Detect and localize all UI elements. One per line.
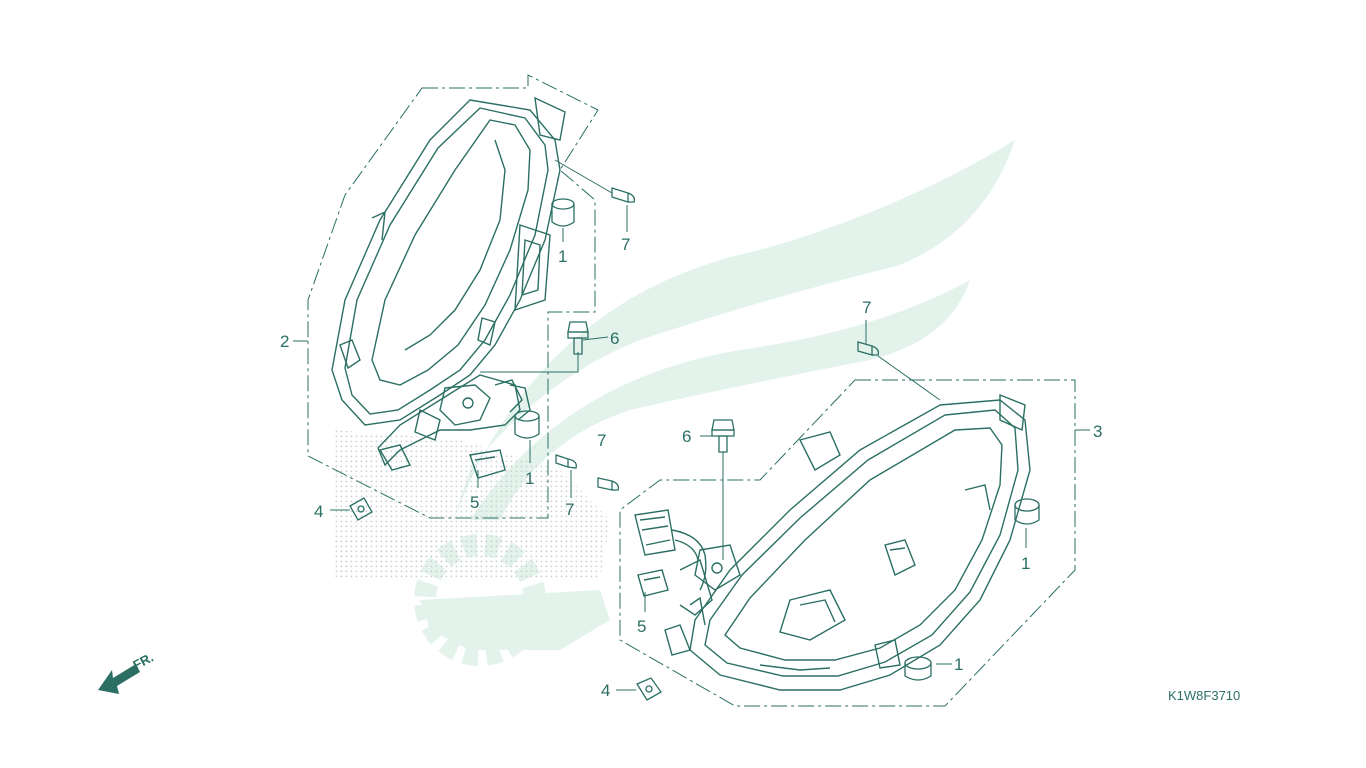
diagram-code: K1W8F3710 xyxy=(1168,688,1240,703)
dotted-watermark-area: HONDA xyxy=(335,430,610,583)
callout-labels: 2 1 7 6 1 7 5 7 4 7 3 6 1 5 1 4 xyxy=(280,235,1102,700)
arrow-icon xyxy=(98,664,140,694)
callout-7-left-low: 7 xyxy=(565,500,574,519)
bulb-cap-right-bottom xyxy=(904,656,932,681)
bolt-6-left xyxy=(567,321,589,355)
callout-3: 3 xyxy=(1093,422,1102,441)
connector-plug-right xyxy=(634,509,707,591)
callout-7-right: 7 xyxy=(862,298,871,317)
headlight-assembly-right xyxy=(634,393,1031,691)
screw-7-right-top xyxy=(857,341,880,356)
callout-7-left-mid: 7 xyxy=(597,431,606,450)
callout-6-left: 6 xyxy=(610,329,619,348)
clip-4-right xyxy=(636,677,662,701)
bulb-cap-left-bottom xyxy=(514,410,540,439)
socket-5-right xyxy=(637,569,669,597)
callout-1-left-top: 1 xyxy=(558,247,567,266)
bulb-cap-right-top xyxy=(1014,498,1040,525)
screw-7-left-top xyxy=(611,187,636,203)
front-direction-arrow: FR. xyxy=(98,650,156,694)
callout-7-left-top: 7 xyxy=(621,235,630,254)
callout-1-left-bottom: 1 xyxy=(525,469,534,488)
callout-6-right: 6 xyxy=(682,427,691,446)
bulb-cap-left-top xyxy=(551,198,575,227)
honda-wing-watermark xyxy=(414,140,1015,666)
assembly-3-boundary xyxy=(619,379,1076,707)
bolt-6-right xyxy=(711,419,735,453)
socket-5-left xyxy=(469,449,506,479)
left-small-parts xyxy=(349,187,636,521)
callout-5-right: 5 xyxy=(637,617,646,636)
callout-1-right-bottom: 1 xyxy=(954,655,963,674)
callout-4-left: 4 xyxy=(314,502,323,521)
callout-2: 2 xyxy=(280,332,289,351)
callout-5-left: 5 xyxy=(470,493,479,512)
callout-4-right: 4 xyxy=(601,681,610,700)
leader-lines-left xyxy=(293,159,628,511)
callout-1-right-top: 1 xyxy=(1021,554,1030,573)
screw-7-left-mid xyxy=(555,454,577,469)
right-small-parts xyxy=(636,341,1040,701)
leader-lines-right xyxy=(616,320,1090,691)
clip-4-left xyxy=(349,497,373,521)
headlight-assembly-left xyxy=(331,96,566,479)
honda-watermark-text: HONDA xyxy=(336,527,522,583)
screw-7-left-low xyxy=(597,477,620,491)
assembly-2-boundary xyxy=(307,74,599,519)
